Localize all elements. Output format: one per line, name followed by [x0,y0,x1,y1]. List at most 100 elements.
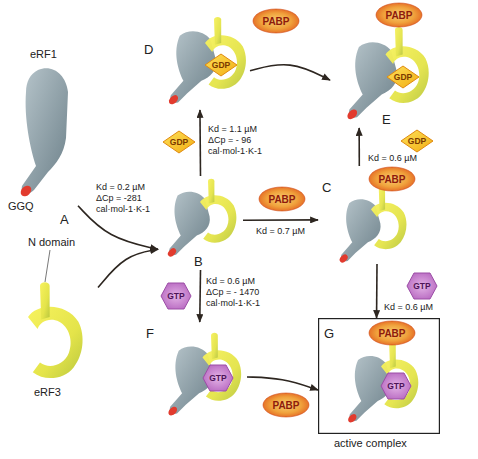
gtp-shape [381,373,411,399]
protein-complex: D GDP [140,12,250,110]
gtp-shape [203,365,233,391]
erf3-body [386,46,429,103]
binding-constant: Kd = 0.6 µM [384,302,442,313]
reaction-arrow [250,65,330,80]
ggq-tip [167,405,179,417]
binding-constant: Kd = 1.1 µM ΔCp = - 96 cal·mol-1·K-1 [208,124,274,157]
erf3-body [28,307,83,378]
complex-illustration [338,187,406,264]
box-border [319,319,440,434]
state-letter: A [60,212,69,227]
erf1-protein: eRF1GGQ [8,48,78,214]
erf3-group [28,282,83,378]
pabp-oval: PABP [252,8,300,34]
pabp-label: PABP [258,186,306,212]
pabp-label: PABP [375,2,423,28]
gdp-label: GDP [400,129,434,153]
gtp-hexagon: GTP [380,372,412,400]
gtp-label: GTP [202,364,234,392]
reaction-arrow [199,270,201,322]
erf3-group [200,179,236,243]
pabp-label: PABP [262,392,310,418]
gtp-hexagon: GTP [202,364,234,392]
ggq-tip [166,247,177,258]
gtp-shape [407,273,437,299]
pabp-oval: PABP [258,186,306,212]
erf3-group [381,343,418,409]
gtp-label: GTP [160,282,192,310]
protein-complex: F GTP [142,322,247,422]
ggq-tip [167,93,180,106]
binding-constant: Kd = 0.7 µM [256,226,316,237]
state-letter: D [144,42,153,57]
gdp-diamond: GDP [162,130,196,154]
binding-constant: Kd = 0.6 µM [368,153,428,164]
state-letter: B [194,254,203,269]
pabp-label: PABP [252,8,300,34]
state-letter: F [146,326,154,341]
gdp-shape [205,54,237,76]
gtp-hexagon: GTP [406,272,438,300]
pabp-shape [263,393,309,417]
erf3-body [371,203,406,249]
protein-complex-outline [142,322,247,422]
protein-complex: B [158,176,243,270]
erf3-body [381,360,418,409]
complex-illustration [166,179,236,258]
complex-illustration [347,343,419,424]
state-letter: C [322,180,331,195]
gdp-label: GDP [204,53,238,77]
pabp-oval: PABP [368,320,416,346]
pabp-shape [376,3,422,27]
gtp-label: GTP [380,372,412,400]
erf3-group [205,17,246,89]
ggq-tip [346,108,359,121]
gdp-shape [387,66,419,88]
reaction-arrow [376,264,378,318]
gtp-label: GTP [406,272,438,300]
gdp-label: GDP [386,65,420,89]
protein-name: eRF1 [30,48,57,61]
erf3-n-domain [389,343,396,368]
state-letter: E [382,112,391,127]
protein-complex: C PABP [318,166,436,264]
erf3-group [386,27,429,103]
leader-line [45,250,50,282]
reaction-arrow [78,206,158,250]
erf3-body [203,350,242,401]
pabp-label: PABP [368,166,416,192]
ggq-tip [19,184,34,199]
pabp-shape [369,321,415,345]
protein-complex-outline [140,12,250,110]
gtp-shape [161,283,191,309]
ggq-tip [347,412,359,424]
complex-illustration [346,27,429,121]
complex-caption: active complex [334,437,407,450]
pabp-label: PABP [368,320,416,346]
erf3-group [203,333,242,401]
gtp-hexagon: GTP [160,282,192,310]
pabp-oval: PABP [375,2,423,28]
active-complex-box: Gactive complexPABPGTP [318,318,440,434]
erf3-body [200,195,236,243]
erf3-n-domain [395,27,403,56]
pabp-shape [253,9,299,33]
state-letter: G [324,326,334,341]
gdp-diamond: GDP [400,129,434,153]
erf1-body [22,68,68,193]
reaction-arrow [199,110,201,176]
reaction-arrow [358,128,360,166]
gdp-shape [401,130,433,152]
protein-name: N domain [28,236,75,249]
erf3-protein: N domain eRF3 [8,236,98,408]
protein-name: GGQ [8,200,34,213]
protein-name: eRF3 [34,386,61,399]
ggq-tip [338,253,349,264]
gdp-diamond: GDP [204,53,238,77]
complex-illustration [167,17,246,106]
erf3-body [205,35,246,89]
pabp-oval: PABP [262,392,310,418]
erf3-n-domain [208,179,214,204]
